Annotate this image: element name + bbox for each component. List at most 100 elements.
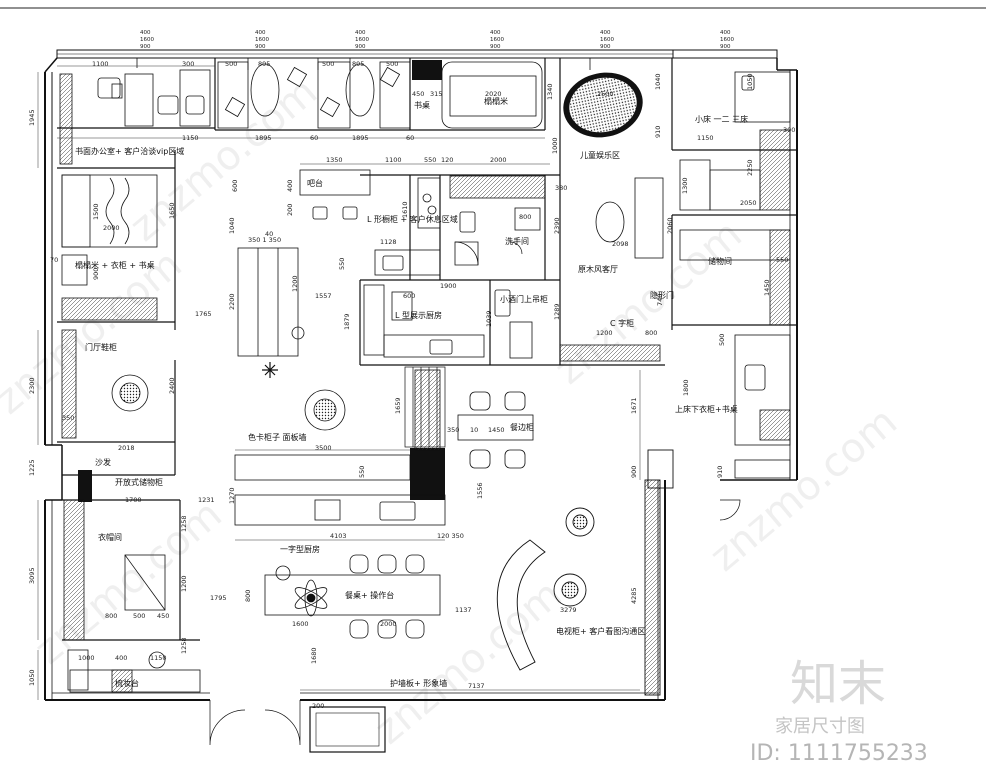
svg-text:400: 400: [255, 30, 266, 36]
svg-text:1231: 1231: [198, 496, 215, 504]
svg-text:1100: 1100: [385, 156, 402, 164]
bar-kitchen-furniture: [237, 169, 661, 362]
svg-text:1600: 1600: [490, 37, 504, 43]
watermark-id: ID: 1111755233: [750, 741, 928, 766]
svg-text:1795: 1795: [210, 594, 227, 602]
svg-text:400: 400: [115, 654, 127, 662]
svg-text:120: 120: [441, 156, 453, 164]
label-open-storage: 开放式储物柜: [115, 477, 163, 487]
svg-text:315: 315: [430, 90, 442, 98]
svg-text:900: 900: [92, 268, 100, 280]
svg-text:1600: 1600: [140, 37, 154, 43]
svg-text:7137: 7137: [468, 682, 485, 690]
svg-text:1039: 1039: [485, 310, 493, 327]
svg-text:1100: 1100: [92, 60, 109, 68]
svg-text:1300: 1300: [681, 177, 689, 194]
svg-text:800: 800: [519, 213, 531, 221]
label-sofa: 沙发: [95, 457, 111, 467]
watermark-text-3: znzmo.com: [366, 571, 570, 753]
dining-round-tables: [262, 362, 534, 469]
svg-text:2020: 2020: [485, 90, 502, 98]
watermark-text-5: znzmo.com: [122, 69, 326, 251]
svg-text:1137: 1137: [455, 606, 472, 614]
svg-text:895: 895: [352, 60, 364, 68]
dimension-values: 1100 300 500 895 500 895 500 450 315 202…: [28, 60, 795, 710]
label-dining-table: 餐桌+ 操作台: [345, 590, 394, 600]
svg-text:300: 300: [182, 60, 194, 68]
svg-text:60: 60: [310, 134, 318, 142]
svg-text:1150: 1150: [150, 654, 167, 662]
plant-icon: [262, 362, 278, 378]
svg-text:1600: 1600: [292, 620, 309, 628]
svg-text:10: 10: [470, 426, 478, 434]
svg-text:450: 450: [157, 612, 169, 620]
svg-text:200: 200: [312, 702, 324, 710]
svg-text:550: 550: [424, 156, 436, 164]
dimension-lines: [37, 65, 641, 700]
svg-text:740: 740: [656, 294, 664, 306]
svg-text:895: 895: [258, 60, 270, 68]
watermark-text-4: znzmo.com: [546, 211, 750, 393]
svg-text:400: 400: [286, 180, 294, 192]
label-bunk-desk: 上床下衣柜+书桌: [675, 404, 738, 414]
svg-text:900: 900: [630, 466, 638, 478]
svg-text:2060: 2060: [666, 217, 674, 234]
svg-text:2400: 2400: [168, 377, 176, 394]
svg-text:500: 500: [133, 612, 145, 620]
svg-text:4103: 4103: [330, 532, 347, 540]
svg-text:500: 500: [718, 334, 726, 346]
svg-text:900: 900: [600, 44, 611, 50]
svg-text:1895: 1895: [255, 134, 272, 142]
svg-text:500: 500: [225, 60, 237, 68]
svg-text:900: 900: [355, 44, 366, 50]
svg-text:1600: 1600: [355, 37, 369, 43]
label-washroom: 洗手间: [505, 236, 529, 246]
svg-text:800: 800: [645, 329, 657, 337]
svg-text:500: 500: [322, 60, 334, 68]
label-small-bed: 小床 一二 三床: [695, 114, 748, 124]
svg-text:2000: 2000: [380, 620, 397, 628]
svg-text:1225: 1225: [28, 459, 36, 476]
svg-text:1650: 1650: [168, 202, 176, 219]
interior-walls: [57, 58, 797, 641]
svg-text:1500: 1500: [92, 203, 100, 220]
svg-text:1765: 1765: [195, 310, 212, 318]
svg-text:1150: 1150: [182, 134, 199, 142]
label-storage: 储物间: [708, 256, 732, 266]
corridor-cabinets: [404, 366, 446, 448]
svg-text:400: 400: [490, 30, 501, 36]
doors: [209, 241, 741, 746]
svg-text:1450: 1450: [488, 426, 505, 434]
entry-area-furniture: [61, 329, 201, 693]
svg-text:60: 60: [406, 134, 414, 142]
svg-text:900: 900: [720, 44, 731, 50]
svg-text:1000: 1000: [78, 654, 95, 662]
svg-text:400: 400: [140, 30, 151, 36]
svg-text:550: 550: [776, 256, 788, 264]
svg-text:40: 40: [265, 230, 273, 238]
label-customer-rest: L 形橱柜 + 客户休息区域: [367, 214, 458, 224]
svg-text:1270: 1270: [228, 487, 236, 504]
svg-text:1050: 1050: [28, 669, 36, 686]
svg-text:1680: 1680: [310, 647, 318, 664]
svg-text:400: 400: [355, 30, 366, 36]
svg-text:550: 550: [338, 258, 346, 270]
svg-text:350: 350: [62, 414, 74, 422]
svg-text:900: 900: [490, 44, 501, 50]
small-bedroom-furniture: [679, 71, 791, 326]
svg-text:380: 380: [555, 184, 567, 192]
svg-text:1200: 1200: [180, 575, 188, 592]
svg-text:1600: 1600: [600, 37, 614, 43]
svg-text:2000: 2000: [103, 224, 120, 232]
svg-text:2098: 2098: [612, 240, 629, 248]
label-dining: 餐边柜: [510, 422, 534, 432]
label-guard-wall: 护墙板+ 形象墙: [390, 678, 447, 688]
svg-text:2300: 2300: [28, 377, 36, 394]
svg-text:910: 910: [654, 126, 662, 138]
svg-text:2250: 2250: [746, 159, 754, 176]
svg-text:1800: 1800: [682, 379, 690, 396]
svg-text:900: 900: [255, 44, 266, 50]
label-tatami: 榻榻米: [484, 96, 508, 106]
kids-area-rug: [563, 72, 643, 138]
